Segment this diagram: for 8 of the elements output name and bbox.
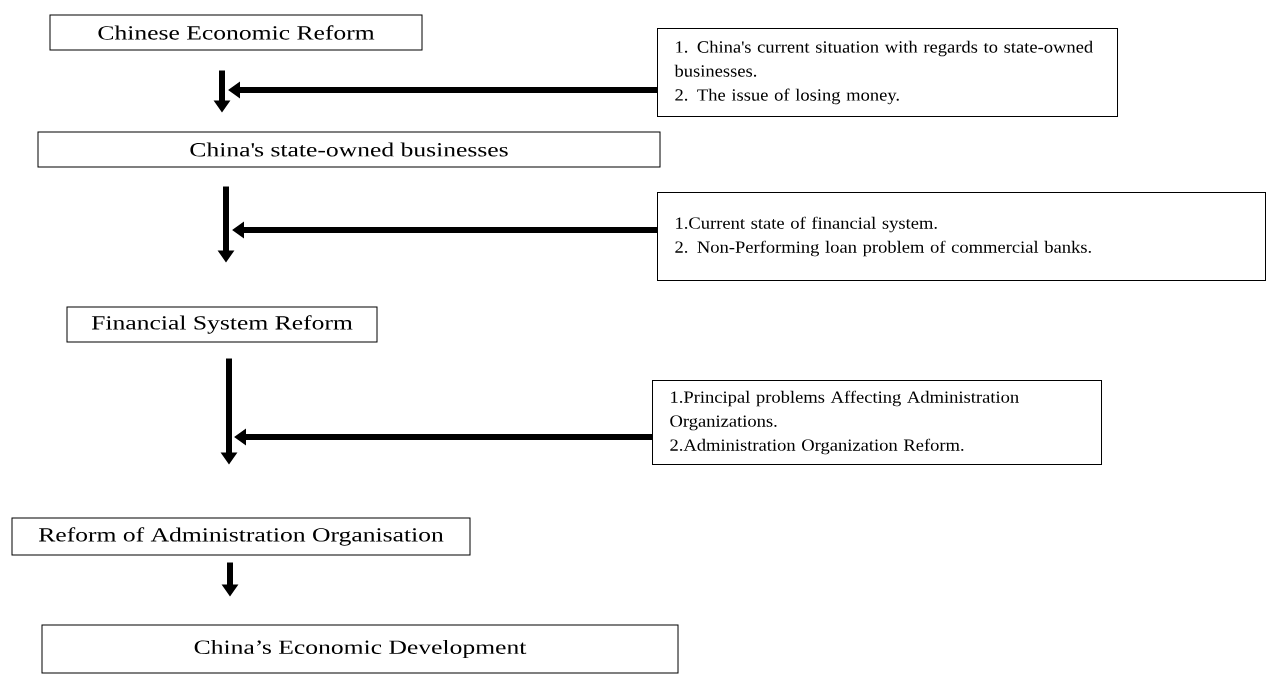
flow-box: Reform of Administration Organisation <box>11 517 471 556</box>
flow-box: China’s Economic Development <box>41 624 679 674</box>
flow-box: Financial System Reform <box>66 306 378 343</box>
note-box: 1.Current state of financial system. 2. Non-Performing loan problem of commercial banks. <box>657 192 1266 281</box>
note-box: 1.Principal problems Affecting Administration Organizations. 2.Administration Organization Reform. <box>652 380 1102 465</box>
note-box: 1. China's current situation with regards to state-owned businesses. 2. The issue of losing money. <box>657 28 1118 117</box>
flow-box: China's state-owned businesses <box>37 131 661 168</box>
flow-box: Chinese Economic Reform <box>49 14 423 51</box>
